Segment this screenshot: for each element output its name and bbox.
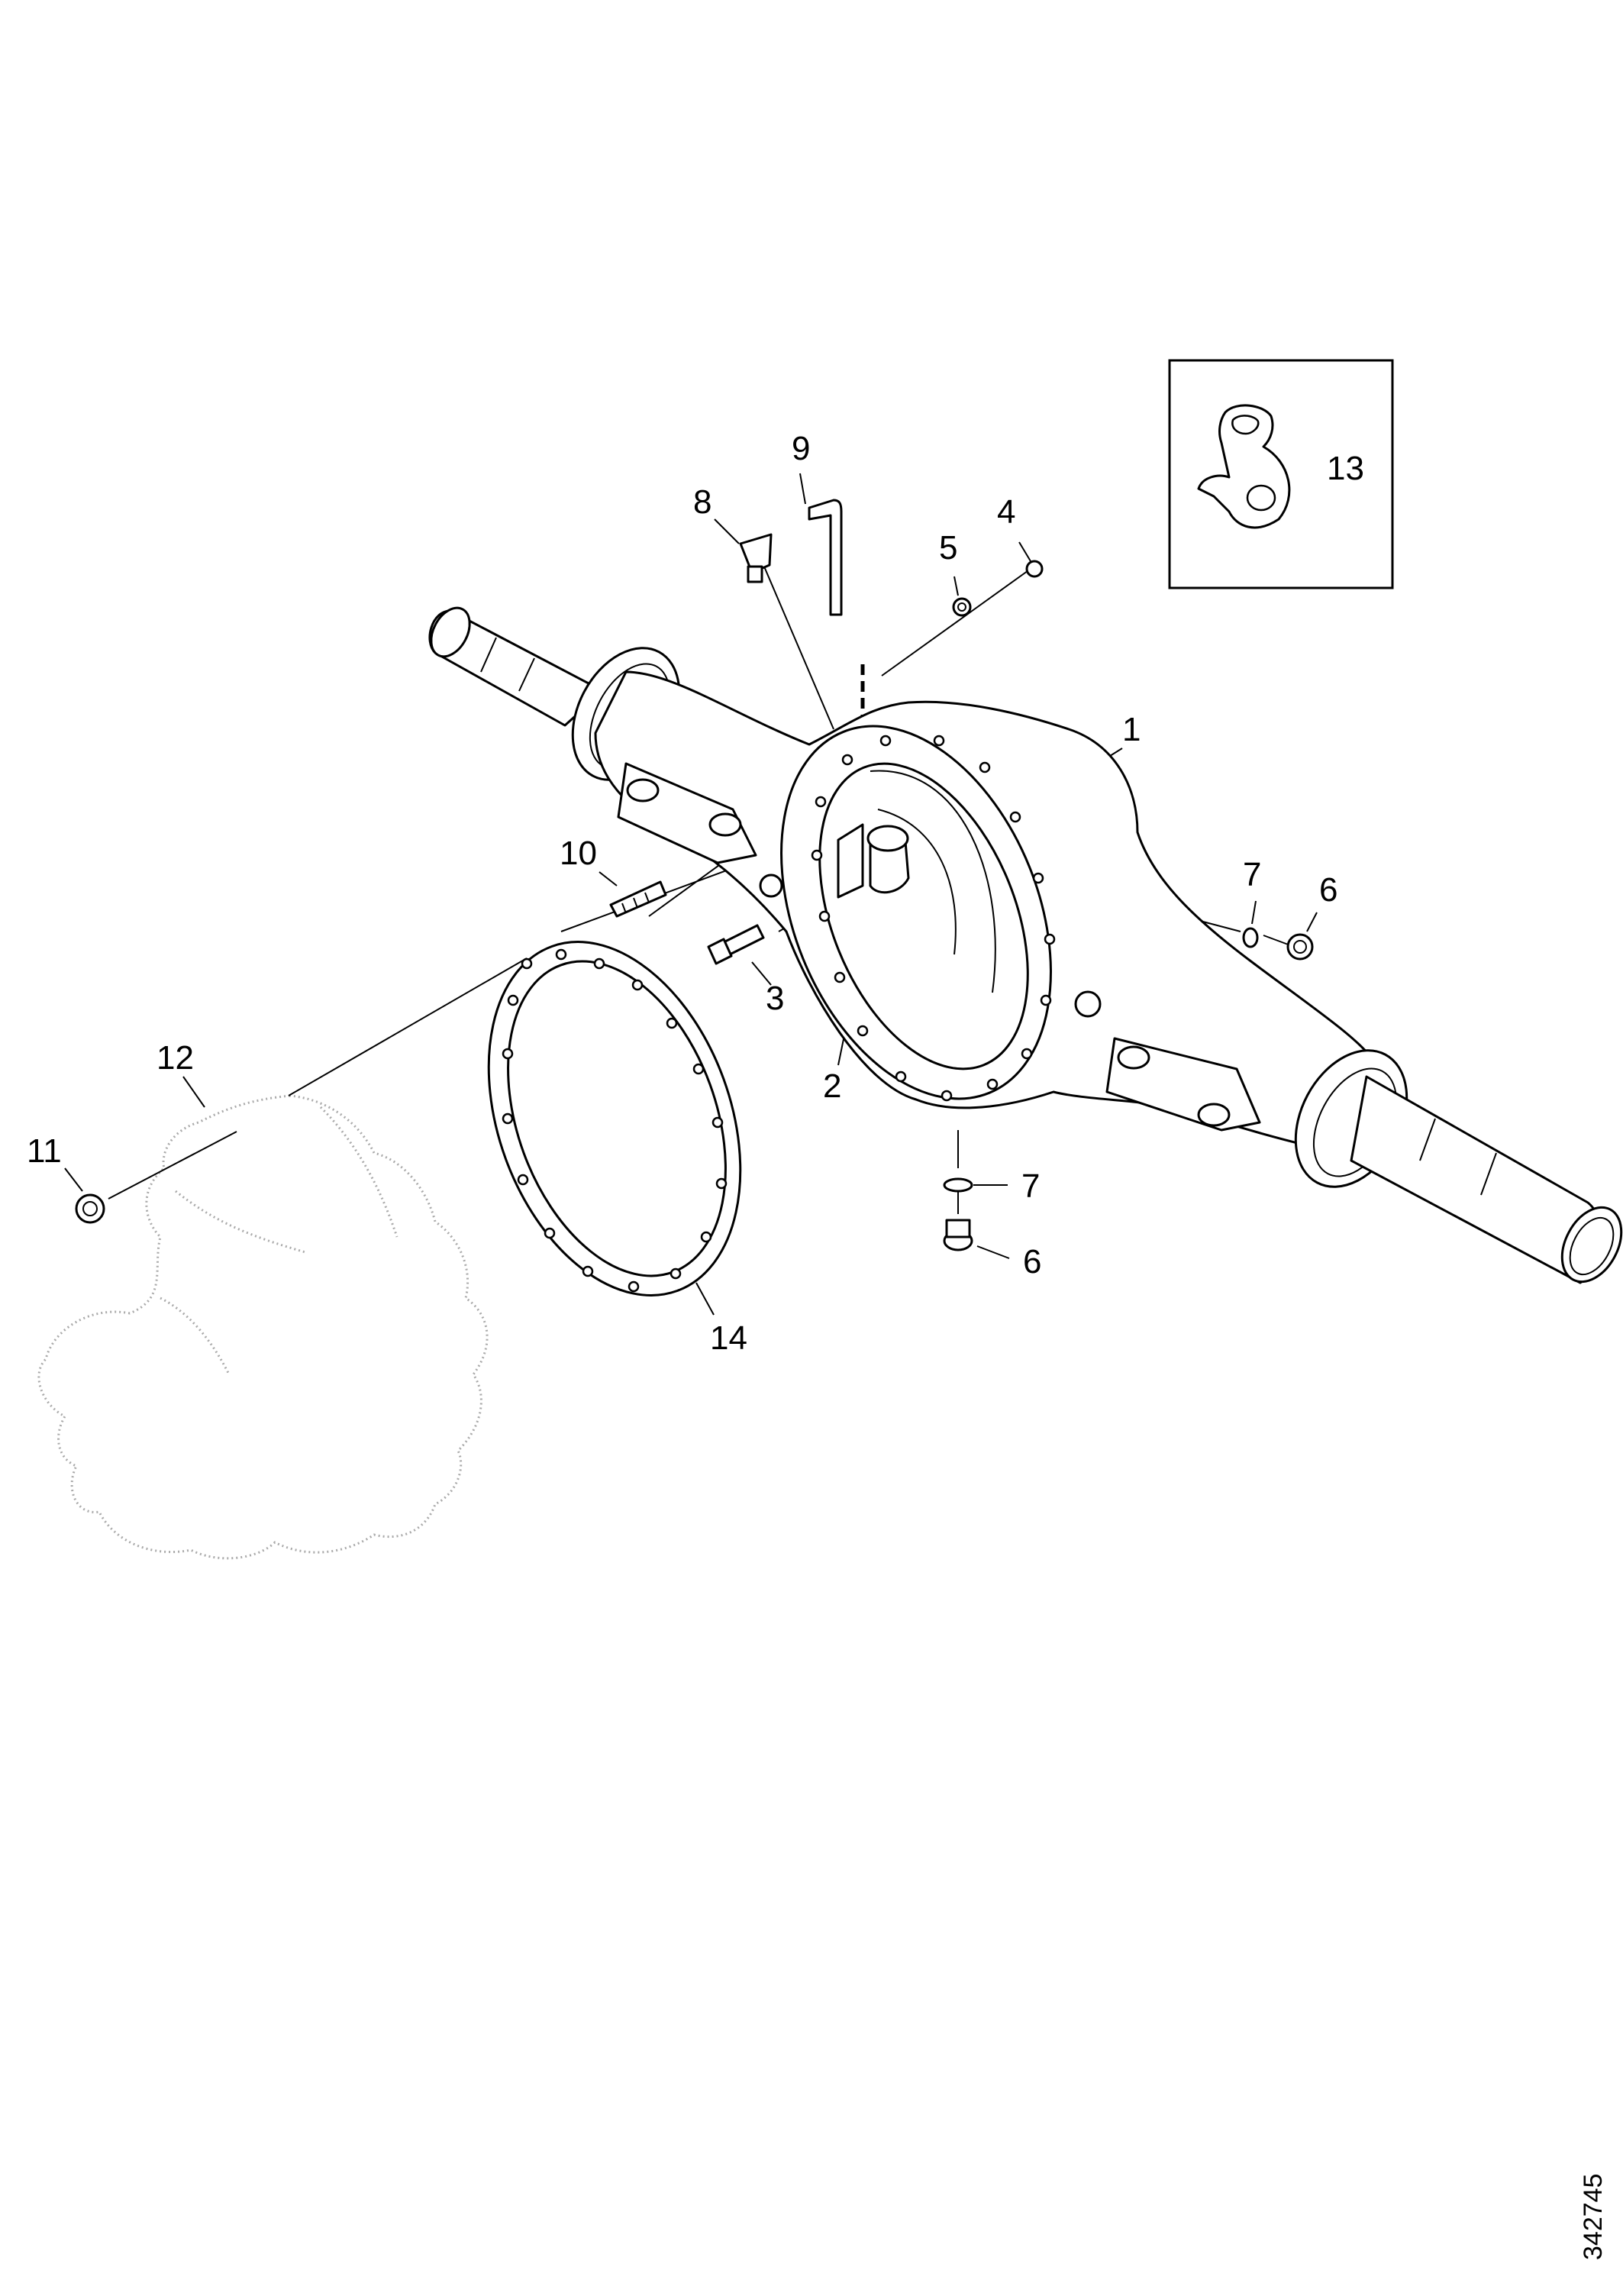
breather-pipe-9: [808, 499, 843, 616]
callout-14: 14: [710, 1319, 747, 1357]
callout-1: 1: [1122, 711, 1141, 748]
callout-labels: 1 2 3 4 5 6 6 7 7 8 9 10 11 12 13 14: [27, 430, 1364, 1357]
callout-5: 5: [939, 529, 957, 567]
callout-7-upper: 7: [1243, 856, 1261, 893]
callout-3: 3: [766, 980, 784, 1017]
callout-6-lower: 6: [1023, 1243, 1041, 1280]
drawing-number: 342745: [1579, 2174, 1608, 2260]
callout-6-upper: 6: [1319, 871, 1337, 909]
bracket-13: [1197, 404, 1291, 529]
washer-5: [952, 597, 972, 617]
nut-4: [1025, 560, 1044, 578]
callout-12: 12: [156, 1039, 194, 1077]
callout-11: 11: [27, 1132, 62, 1170]
leader-lines: [64, 473, 1321, 1316]
breather-fitting: [837, 823, 910, 899]
seal-7-upper: [1242, 927, 1259, 948]
gasket-14: [487, 941, 742, 1297]
callout-10: 10: [560, 835, 597, 872]
seal-7-lower: [943, 1177, 973, 1193]
callout-7-lower: 7: [1021, 1167, 1040, 1205]
nut-11: [75, 1193, 105, 1224]
plug-6-lower: [943, 1219, 973, 1251]
final-drive-ghost-outline: [37, 1094, 489, 1560]
callout-4: 4: [997, 493, 1015, 531]
final-drive-ghost-detail: [160, 1106, 398, 1375]
callout-2: 2: [823, 1067, 841, 1105]
callout-13: 13: [1327, 450, 1364, 487]
bolt-3: [707, 924, 765, 965]
callout-8: 8: [693, 483, 711, 521]
stud-10: [609, 880, 667, 918]
fitting-8: [739, 533, 773, 583]
callout-9: 9: [792, 430, 810, 467]
plug-6-upper: [1286, 933, 1314, 961]
flange-bolt-holes: [811, 735, 1056, 1102]
